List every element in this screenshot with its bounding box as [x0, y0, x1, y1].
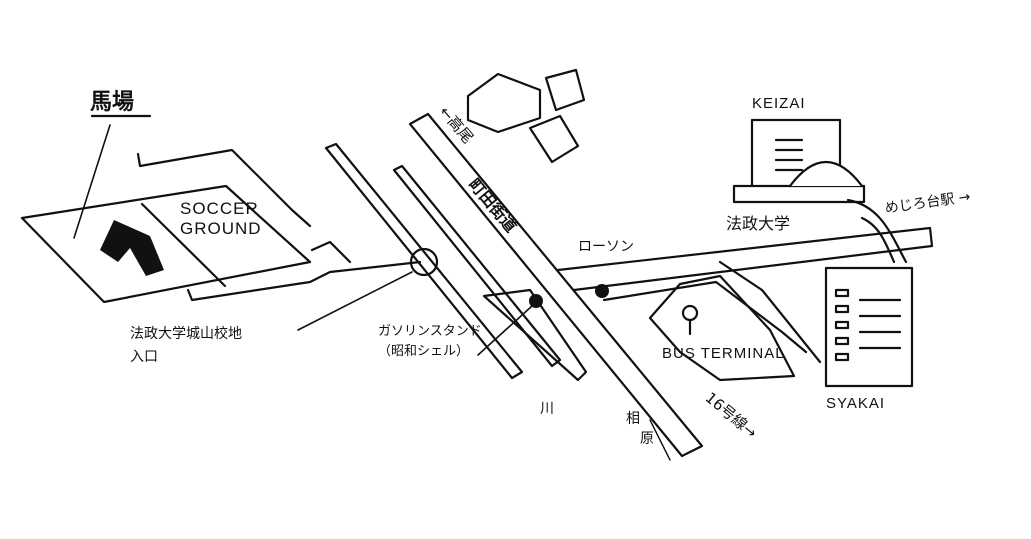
baba-field — [20, 184, 312, 304]
keizai-label: KEIZAI — [752, 95, 806, 112]
gas-station-pointer — [477, 305, 533, 356]
entrance-marker — [409, 247, 439, 277]
soccer-label-1: SOCCER — [180, 199, 259, 218]
gas-station-road — [482, 288, 588, 382]
aihara-arrow — [649, 419, 671, 461]
campus-road-loop — [310, 240, 352, 264]
river — [324, 142, 524, 380]
campus-road-upper — [136, 148, 312, 228]
lawson-dot — [595, 284, 609, 298]
lawson-label: ローソン — [578, 239, 634, 255]
block-takao-3 — [528, 114, 580, 164]
machida-kaido-inner — [392, 164, 562, 368]
machida-kaido-road — [408, 112, 704, 458]
entrance-label-2: 入口 — [130, 349, 158, 365]
keizai-dome — [788, 161, 864, 188]
bus-terminal-loop — [648, 274, 796, 382]
river-label: 川 — [540, 401, 554, 417]
aihara-label-2: 原 — [640, 431, 654, 447]
block-takao-1 — [466, 72, 542, 134]
entrance-label-1: 法政大学城山校地 — [130, 326, 242, 342]
campus-road-lower — [186, 260, 422, 302]
bus-terminal-label: BUS TERMINAL — [662, 345, 785, 362]
lower-east-road-inner — [718, 260, 822, 364]
syakai-label: SYAKAI — [826, 395, 886, 412]
soccer-label-2: GROUND — [180, 219, 262, 238]
aihara-label-1: 相 — [626, 411, 640, 427]
gas-station-label-2: （昭和シェル） — [378, 344, 470, 359]
entrance-pointer — [297, 271, 413, 331]
horse-icon — [100, 220, 164, 276]
mejirodai-road — [556, 226, 934, 292]
block-takao-2 — [544, 68, 586, 112]
soccer-ground-divider — [140, 202, 227, 288]
baba-label: 馬場 — [90, 90, 135, 115]
gas-station-dot — [529, 294, 543, 308]
baba-pointer — [73, 124, 111, 239]
bus-stop-icon — [681, 304, 699, 322]
hosei-path — [846, 198, 908, 264]
gas-station-label-1: ガソリンスタンド — [378, 324, 482, 339]
hosei-label: 法政大学 — [726, 214, 791, 233]
